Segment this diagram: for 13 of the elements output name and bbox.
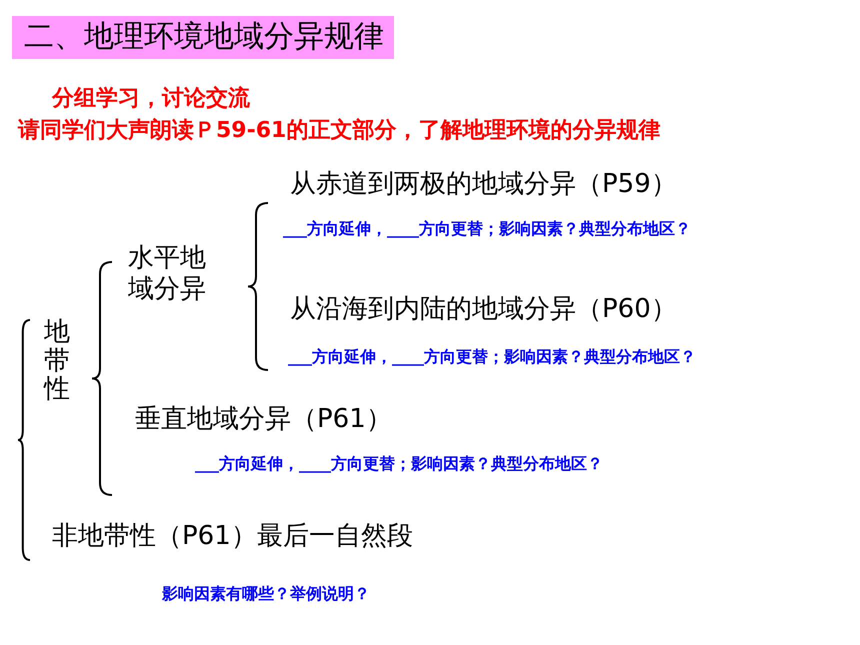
- outline-text: 从赤道到两极的地域分异（P59）: [290, 170, 677, 200]
- question-text: ___方向延伸，____方向更替；影响因素？典型分布地区？: [195, 455, 603, 474]
- outline-heading: 水平地域分异: [128, 243, 206, 306]
- question-text: ___方向延伸，____方向更替；影响因素？典型分布地区？: [288, 348, 696, 366]
- outline-text: 非地带性（P61）最后一自然段: [52, 522, 413, 552]
- title-banner: 二、地理环境地域分异规律: [12, 16, 394, 58]
- outline-heading: 地带性: [44, 318, 70, 404]
- question-text: 影响因素有哪些？举例说明？: [162, 585, 370, 604]
- question-text: ___方向延伸，____方向更替；影响因素？典型分布地区？: [283, 220, 691, 238]
- instruction-text: 分组学习，讨论交流: [52, 86, 250, 112]
- outline-text: 从沿海到内陆的地域分异（P60）: [290, 295, 677, 325]
- instruction-text: 请同学们大声朗读Ｐ59-61的正文部分，了解地理环境的分异规律: [18, 118, 660, 144]
- outline-text: 垂直地域分异（P61）: [135, 405, 392, 435]
